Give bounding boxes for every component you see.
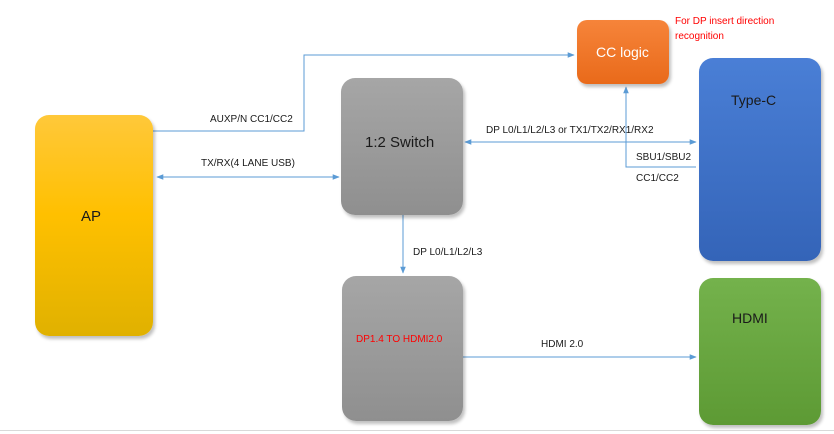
usb-label: TX/RX(4 LANE USB) xyxy=(201,158,295,169)
dp-to-hdmi-block: DP1.4 TO HDMI2.0 xyxy=(342,276,463,421)
dp-lanes-label: DP L0/L1/L2/L3 xyxy=(413,247,483,258)
ap-label: AP xyxy=(81,208,102,225)
sbu-label: SBU1/SBU2 xyxy=(636,152,692,163)
cc-label: CC1/CC2 xyxy=(636,173,679,184)
aux-cc-label: AUXP/N CC1/CC2 xyxy=(210,114,293,125)
hdmi-link-label: HDMI 2.0 xyxy=(541,339,584,350)
annotation-line2: recognition xyxy=(675,31,724,42)
type-c-label: Type-C xyxy=(731,92,777,108)
switch-block: 1:2 Switch xyxy=(341,78,463,215)
ap-block: AP xyxy=(35,115,153,336)
cc-logic-label: CC logic xyxy=(596,44,649,60)
sbu-cc-connector xyxy=(623,86,696,168)
cc-logic-block: CC logic xyxy=(577,20,669,84)
aux-cc-connector xyxy=(153,52,575,132)
hdmi-block: HDMI xyxy=(699,278,821,425)
type-c-block: Type-C xyxy=(699,58,821,261)
switch-label: 1:2 Switch xyxy=(365,134,435,151)
annotation-line1: For DP insert direction xyxy=(675,16,775,27)
dp-or-usb-label: DP L0/L1/L2/L3 or TX1/TX2/RX1/RX2 xyxy=(486,125,654,136)
bottom-divider xyxy=(0,430,834,431)
dp-to-hdmi-label: DP1.4 TO HDMI2.0 xyxy=(356,334,443,345)
hdmi-label: HDMI xyxy=(732,310,768,326)
